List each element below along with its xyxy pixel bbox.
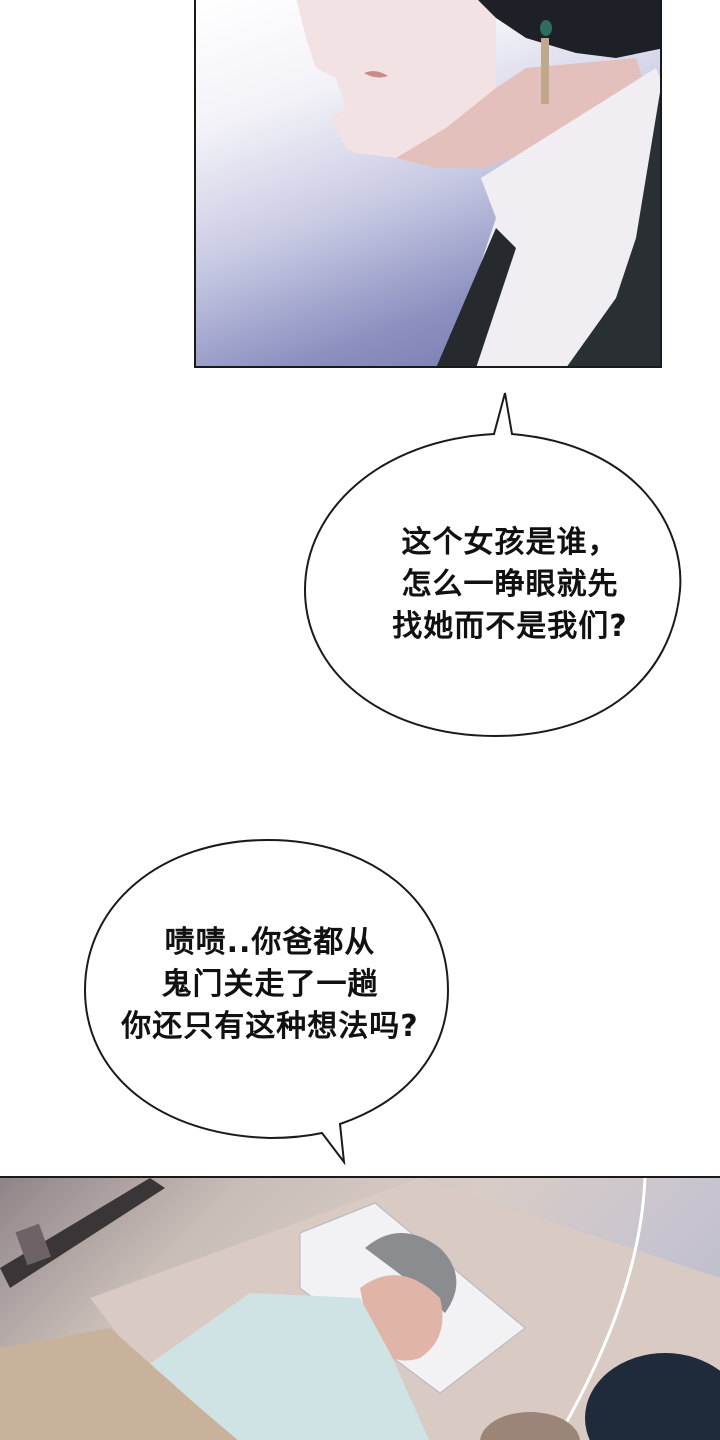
bottom-panel-illustration [0, 1178, 720, 1440]
bubble-1-line: 怎么一睁眼就先 [401, 567, 619, 602]
foreground-head-brown [480, 1412, 580, 1440]
bubble-2-line: 啧啧..你爸都从 [164, 925, 376, 960]
bubble-2-line: 你还只有这种想法吗? [121, 1009, 419, 1044]
bubble-1-text: 这个女孩是谁， 怎么一睁眼就先 找她而不是我们? [360, 522, 660, 648]
iv-line [554, 1178, 647, 1440]
speech-bubble-1 [303, 392, 682, 738]
blazer [567, 92, 660, 366]
face-skin [296, 0, 496, 158]
hospital-gown [130, 1293, 430, 1440]
bubble-2-text: 啧啧..你爸都从 鬼门关走了一趟 你还只有这种想法吗? [90, 922, 450, 1048]
earring [540, 20, 552, 36]
foreground-head-dark [585, 1353, 720, 1440]
bubble-2-line: 鬼门关走了一趟 [161, 967, 379, 1002]
blanket [0, 1328, 238, 1440]
top-panel-illustration [296, 0, 660, 366]
hair [478, 0, 660, 58]
bubble-1-line: 这个女孩是谁， [401, 525, 619, 560]
bubble-1-line: 找她而不是我们? [392, 609, 628, 644]
blazer-lapel [436, 228, 516, 366]
bed-rail [0, 1178, 165, 1288]
top-panel [194, 0, 662, 368]
bottom-panel [0, 1176, 720, 1440]
speech-bubble-2 [83, 838, 450, 1166]
